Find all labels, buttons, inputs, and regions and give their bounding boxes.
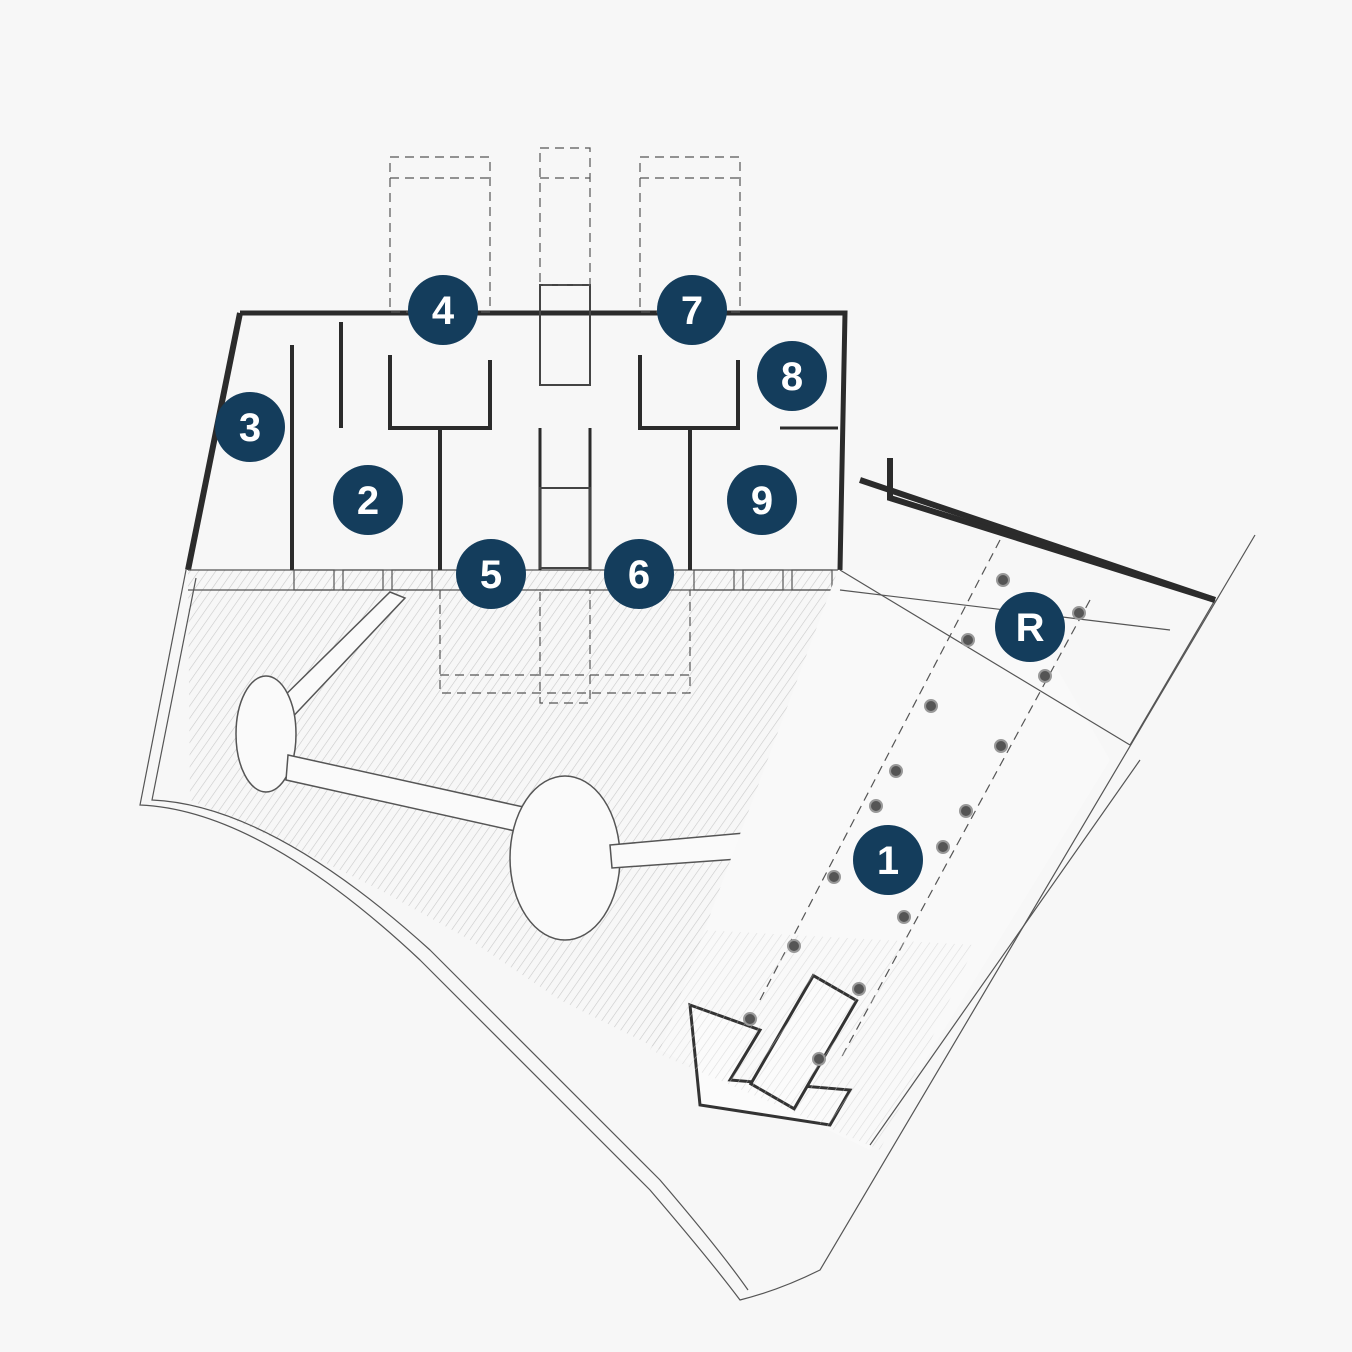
marker-4[interactable]: 4 bbox=[408, 275, 478, 345]
marker-9[interactable]: 9 bbox=[727, 465, 797, 535]
site-boundary bbox=[139, 534, 1256, 1301]
marker-8-label: 8 bbox=[781, 355, 803, 399]
marker-r[interactable]: R bbox=[995, 592, 1065, 662]
marker-6-label: 6 bbox=[628, 553, 650, 597]
marker-7[interactable]: 7 bbox=[657, 275, 727, 345]
columns bbox=[743, 573, 1086, 1066]
marker-5-label: 5 bbox=[480, 553, 502, 597]
marker-1[interactable]: 1 bbox=[853, 825, 923, 895]
marker-3-label: 3 bbox=[239, 406, 261, 450]
marker-4-label: 4 bbox=[432, 289, 455, 333]
marker-r-label: R bbox=[1016, 606, 1045, 650]
marker-8[interactable]: 8 bbox=[757, 341, 827, 411]
marker-2-label: 2 bbox=[357, 479, 379, 523]
marker-9-label: 9 bbox=[751, 479, 773, 523]
marker-2[interactable]: 2 bbox=[333, 465, 403, 535]
marker-6[interactable]: 6 bbox=[604, 539, 674, 609]
marker-7-label: 7 bbox=[681, 289, 703, 333]
marker-3[interactable]: 3 bbox=[215, 392, 285, 462]
building-walls bbox=[185, 284, 848, 591]
marker-5[interactable]: 5 bbox=[456, 539, 526, 609]
marker-1-label: 1 bbox=[877, 839, 899, 883]
